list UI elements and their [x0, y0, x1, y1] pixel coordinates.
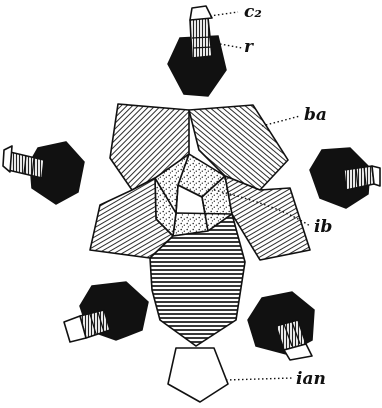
label-r: r — [244, 37, 254, 57]
radial-lower-right — [248, 292, 314, 360]
arm-stump-right — [344, 166, 380, 190]
radial-right — [310, 148, 380, 208]
leader-r — [220, 44, 242, 48]
label-ib: ib — [314, 217, 332, 237]
radial-lower-left — [64, 282, 148, 342]
leader-ian — [226, 378, 292, 380]
label-ian: ian — [296, 369, 326, 389]
leader-c2 — [210, 12, 238, 16]
arm-stump-top — [190, 6, 212, 58]
leader-ba — [262, 116, 300, 126]
label-c2: c₂ — [244, 2, 262, 22]
arm-stump-lower-left — [64, 310, 110, 342]
anal-plate — [168, 348, 228, 402]
label-ba: ba — [304, 105, 327, 125]
radial-top — [168, 6, 226, 96]
radial-left — [3, 142, 84, 204]
